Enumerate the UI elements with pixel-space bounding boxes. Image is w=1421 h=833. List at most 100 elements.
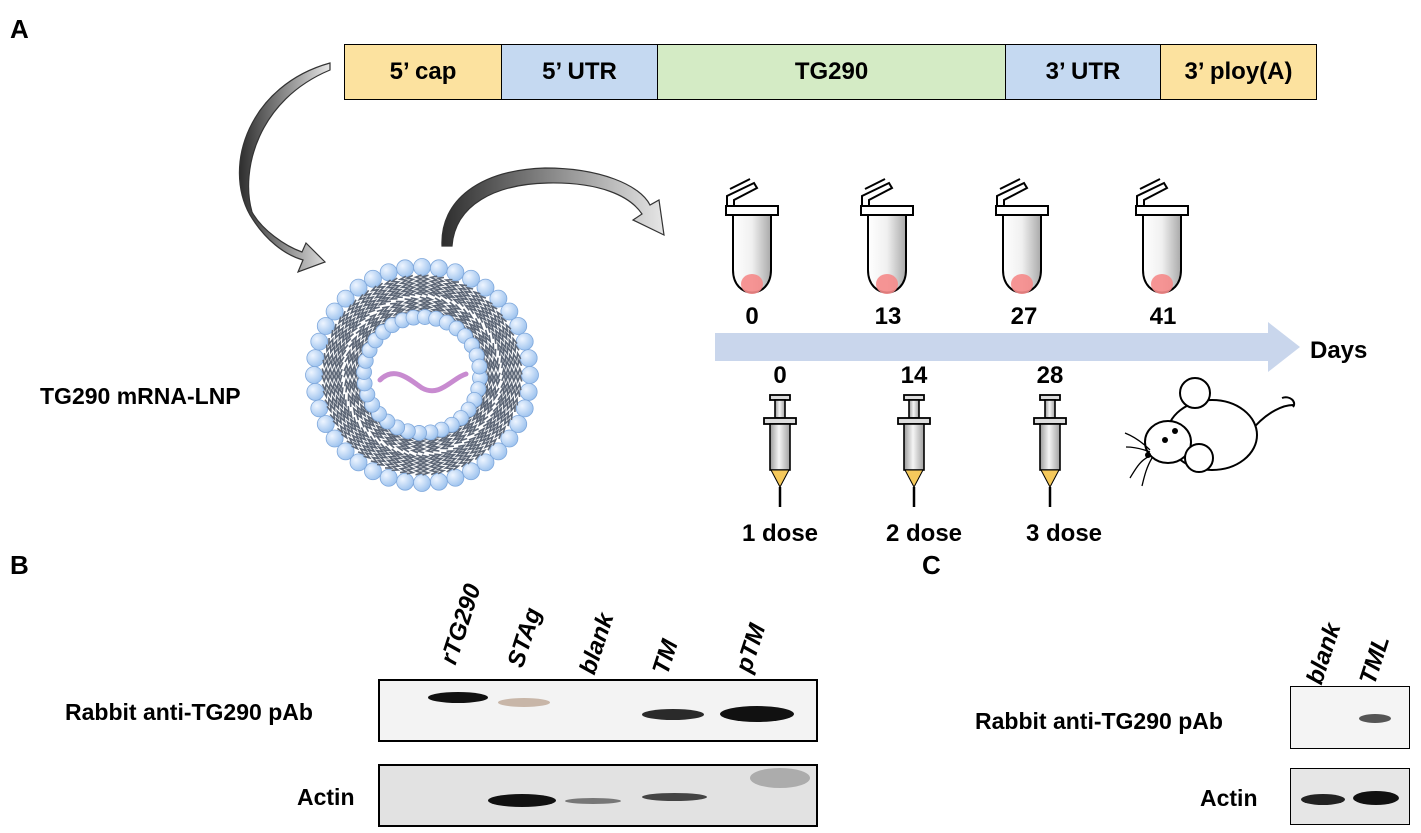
band xyxy=(642,709,704,720)
lipid-head xyxy=(489,442,508,461)
lipid-tail xyxy=(370,442,388,464)
syringe-icon xyxy=(1033,394,1067,507)
lipid-tail xyxy=(383,448,400,469)
construct-segment-5utr: 5’ UTR xyxy=(502,44,658,100)
lipid-head xyxy=(429,472,448,491)
lipid-tail xyxy=(483,310,504,329)
lipid-head xyxy=(364,462,382,481)
lipid-tail xyxy=(492,404,514,421)
lipid-tail xyxy=(363,439,381,460)
band xyxy=(488,794,556,807)
lipid-tail xyxy=(351,431,371,451)
lipid-tail xyxy=(500,350,522,365)
lipid-head xyxy=(379,263,398,282)
lipid-tail xyxy=(323,351,345,365)
lipid-head xyxy=(471,358,488,375)
lipid-tail xyxy=(376,445,393,467)
lipid-tail xyxy=(362,289,381,311)
band xyxy=(565,798,621,804)
lipid-head xyxy=(500,429,519,448)
lipid-tail xyxy=(413,454,425,476)
lipid-tail xyxy=(321,379,343,393)
lipid-tail xyxy=(346,304,366,324)
lipid-tail xyxy=(419,454,431,476)
panel-label-b: B xyxy=(10,550,29,580)
lipid-tail xyxy=(497,392,519,407)
lipid-tail xyxy=(328,336,349,353)
lipid-head xyxy=(306,382,325,401)
lipid-tail xyxy=(499,385,521,399)
blot-b-actin xyxy=(378,764,818,827)
lipid-head xyxy=(349,278,368,297)
sample-day-0: 0 xyxy=(745,303,759,330)
lipid-tail xyxy=(444,281,461,302)
blot-c-row-label-pab: Rabbit anti-TG290 pAb xyxy=(975,708,1223,734)
sample-day-41: 41 xyxy=(1149,303,1177,330)
sample-tube-icon xyxy=(725,178,779,294)
lipid-head xyxy=(446,263,465,282)
construct-segment-3utr: 3’ UTR xyxy=(1006,44,1161,100)
lipid-tail xyxy=(468,294,487,315)
sample-tube-icon xyxy=(860,178,914,294)
lipid-head xyxy=(476,453,495,472)
lipid-head xyxy=(305,366,323,384)
lipid-tail xyxy=(501,366,523,378)
lipid-head xyxy=(349,453,368,472)
band xyxy=(428,692,488,703)
lipid-tail xyxy=(439,451,455,473)
dose-label-3: 3 dose xyxy=(1025,520,1103,547)
band xyxy=(642,793,707,801)
lipid-tail xyxy=(336,416,358,435)
syringe-icon xyxy=(897,394,931,507)
curved-arrow-right xyxy=(441,167,665,247)
lipid-head xyxy=(521,366,539,384)
lipid-tail xyxy=(426,275,440,297)
lipid-head xyxy=(519,382,538,401)
syringe-icon xyxy=(763,394,797,507)
lipid-tail xyxy=(341,310,362,329)
lipid-head xyxy=(325,302,344,321)
lipid-tail xyxy=(346,427,366,446)
sample-tube-icon xyxy=(1135,178,1189,294)
lnp-particle xyxy=(305,258,539,492)
blot-b-row-label-actin: Actin xyxy=(297,784,355,810)
lipid-tail xyxy=(497,336,518,352)
lipid-head xyxy=(396,472,415,491)
lipid-head xyxy=(379,468,398,487)
lipid-tail xyxy=(478,426,498,446)
lipid-tail xyxy=(357,293,376,314)
band xyxy=(750,768,810,788)
band xyxy=(498,698,550,707)
lipid-tail xyxy=(501,372,523,384)
segment-label: 3’ UTR xyxy=(1045,58,1121,85)
lipid-tail xyxy=(486,315,508,334)
blot-b-row-label-pab: Rabbit anti-TG290 pAb xyxy=(65,699,313,725)
lipid-tail xyxy=(456,286,474,308)
construct-segment-5cap: 5’ cap xyxy=(344,44,502,100)
blot-c-row-label-actin: Actin xyxy=(1200,785,1258,811)
sample-day-27: 27 xyxy=(1010,303,1038,330)
lipid-tail xyxy=(413,274,425,296)
dose-day-14: 14 xyxy=(900,362,928,389)
lipid-tail xyxy=(474,431,493,451)
dose-day-0: 0 xyxy=(773,362,787,389)
band xyxy=(1301,794,1345,805)
lipid-head xyxy=(509,317,528,335)
lipid-tail xyxy=(482,421,503,440)
lipid-tail xyxy=(501,357,523,371)
lipid-head xyxy=(515,332,534,351)
lipid-head xyxy=(509,415,528,433)
lipid-tail xyxy=(404,274,418,296)
lipid-tail xyxy=(478,304,498,323)
sample-day-13: 13 xyxy=(874,303,902,330)
construct-segment-3polya: 3’ ploy(A) xyxy=(1161,44,1317,100)
lipid-tail xyxy=(489,409,511,427)
segment-label: TG290 xyxy=(794,58,869,85)
blot-c-pab xyxy=(1290,686,1410,749)
mrna-strand xyxy=(377,371,469,394)
lipid-tail xyxy=(389,277,405,299)
lipid-head xyxy=(429,259,448,278)
lipid-tail xyxy=(463,439,482,461)
lipid-head xyxy=(316,415,335,433)
lipid-tail xyxy=(332,410,353,428)
